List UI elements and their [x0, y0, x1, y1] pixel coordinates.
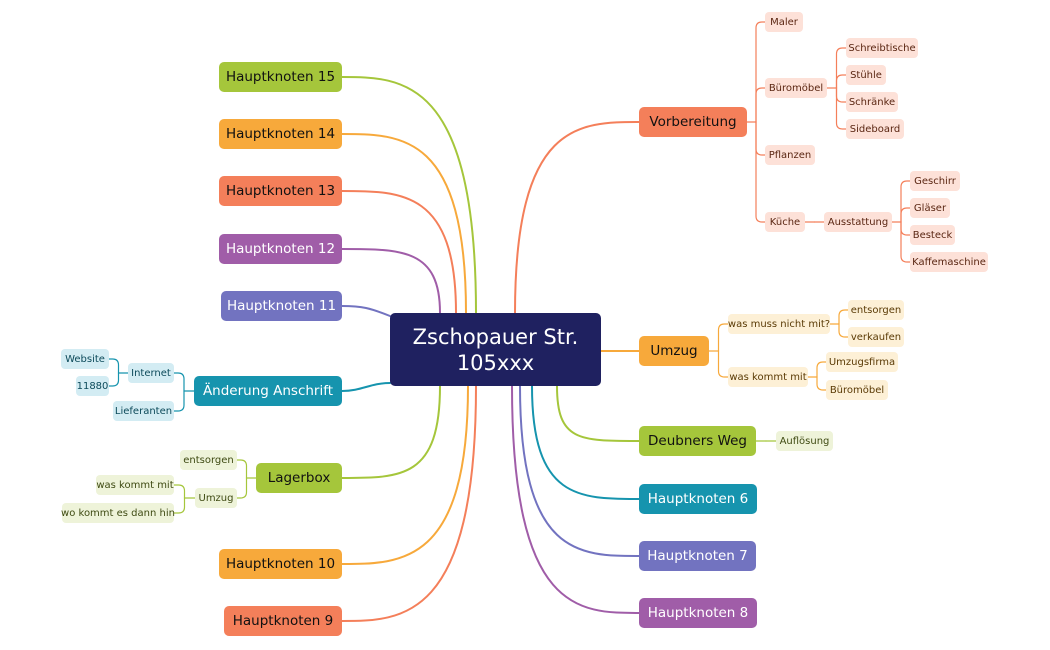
sub-node-sideboard[interactable]: Sideboard — [846, 119, 904, 139]
sub-node-was-kommt-mit-lagerbox[interactable]: was kommt mit — [96, 475, 174, 495]
main-node-hauptknoten-8[interactable]: Hauptknoten 8 — [639, 598, 757, 628]
connector-kommt-mit-umzugsfirma — [816, 361, 827, 378]
main-node-hauptknoten-15[interactable]: Hauptknoten 15 — [219, 62, 342, 92]
connector-root-deubner — [556, 385, 640, 442]
root-title-line-2: 105xxx — [456, 350, 535, 375]
sub-node-verkaufen[interactable]: verkaufen — [848, 327, 904, 347]
sub-node-schraenke[interactable]: Schränke — [846, 92, 898, 112]
root-node[interactable]: Zschopauer Str.105xxx — [390, 313, 601, 386]
connector-root-hk6 — [531, 385, 640, 500]
main-node-hauptknoten-11[interactable]: Hauptknoten 11 — [221, 291, 342, 321]
main-node-hauptknoten-10[interactable]: Hauptknoten 10 — [219, 549, 342, 579]
sub-node-was-muss-nicht-mit[interactable]: was muss nicht mit? — [728, 314, 830, 334]
connector-nicht-mit-entsorgen_u — [838, 309, 849, 325]
connector-root-hk9 — [341, 385, 477, 622]
connector-root-hk10 — [341, 385, 469, 565]
sub-node-ausstattung[interactable]: Ausstattung — [824, 212, 892, 232]
connector-anschrift-internet — [173, 372, 185, 392]
main-node-umzug[interactable]: Umzug — [639, 336, 709, 366]
connector-bueromoebel-stuehle — [835, 74, 847, 89]
connector-vorbereitung-maler — [755, 21, 766, 123]
sub-node-pflanzen[interactable]: Pflanzen — [765, 145, 815, 165]
connector-root-hk13 — [341, 190, 457, 314]
connector-umzug-nicht_mit — [717, 323, 729, 352]
connector-umzug-kommt_mit_u — [717, 350, 729, 378]
main-node-hauptknoten-7[interactable]: Hauptknoten 7 — [639, 541, 756, 571]
connector-root-hk7 — [519, 385, 640, 557]
sub-node-kueche[interactable]: Küche — [765, 212, 805, 232]
connector-umzug-lagerbox-wo_hin — [173, 497, 186, 514]
connector-ausstattung-geschirr — [900, 180, 911, 223]
sub-node-maler[interactable]: Maler — [765, 12, 803, 32]
main-node-vorbereitung[interactable]: Vorbereitung — [639, 107, 747, 137]
sub-node-bueromoebel-umzug[interactable]: Büromöbel — [826, 380, 888, 400]
connector-internet-website — [108, 358, 120, 374]
main-node-lagerbox[interactable]: Lagerbox — [256, 463, 342, 493]
main-node-deubners-weg[interactable]: Deubners Weg — [639, 426, 756, 456]
connector-lagerbox-entsorgen_l — [236, 459, 248, 479]
connector-ausstattung-kaffemaschine — [900, 221, 911, 263]
connector-root-hk11 — [341, 305, 391, 317]
main-node-hauptknoten-9[interactable]: Hauptknoten 9 — [224, 606, 342, 636]
connector-ausstattung-besteck — [900, 221, 911, 236]
sub-node-lieferanten[interactable]: Lieferanten — [113, 401, 174, 421]
connector-bueromoebel-sideboard — [835, 87, 847, 130]
connector-root-hk15 — [341, 76, 477, 314]
main-node-aenderung-anschrift[interactable]: Änderung Anschrift — [194, 376, 342, 406]
sub-node-aufloesung[interactable]: Auflösung — [776, 431, 833, 451]
connector-ausstattung-glaeser — [900, 207, 911, 223]
root-title-line-1: Zschopauer Str. — [412, 324, 579, 349]
sub-node-entsorgen[interactable]: entsorgen — [848, 300, 904, 320]
sub-node-wo-kommt-es-dann-hin[interactable]: wo kommt es dann hin — [61, 503, 175, 523]
sub-node-kaffemaschine[interactable]: Kaffemaschine — [910, 252, 988, 272]
main-node-hauptknoten-12[interactable]: Hauptknoten 12 — [219, 234, 342, 264]
connector-internet-n11880 — [108, 372, 120, 387]
connector-vorbereitung-kueche — [755, 121, 766, 223]
connector-anschrift-lieferanten — [173, 390, 185, 412]
connector-lagerbox-umzug_l — [236, 477, 248, 499]
sub-node-entsorgen-lagerbox[interactable]: entsorgen — [180, 450, 237, 470]
connector-root-vorbereitung — [514, 121, 640, 314]
sub-node-bueromoebel[interactable]: Büromöbel — [765, 78, 827, 98]
sub-node-glaeser[interactable]: Gläser — [910, 198, 950, 218]
connector-vorbereitung-pflanzen — [755, 121, 766, 156]
sub-node-stuehle[interactable]: Stühle — [846, 65, 886, 85]
main-node-hauptknoten-14[interactable]: Hauptknoten 14 — [219, 119, 342, 149]
connector-root-hk14 — [341, 133, 467, 314]
connector-root-anschrift — [341, 382, 391, 392]
sub-node-besteck[interactable]: Besteck — [910, 225, 955, 245]
sub-node-umzug-lagerbox[interactable]: Umzug — [195, 488, 237, 508]
connector-vorbereitung-bueromoebel — [755, 87, 766, 123]
connector-bueromoebel-schreibtische — [835, 47, 847, 89]
connector-umzug-lagerbox-kommt_mit_l — [173, 484, 186, 499]
sub-node-umzugsfirma[interactable]: Umzugsfirma — [826, 352, 898, 372]
connector-root-hk12 — [341, 248, 441, 314]
main-node-hauptknoten-6[interactable]: Hauptknoten 6 — [639, 484, 757, 514]
sub-node-website[interactable]: Website — [61, 349, 109, 369]
sub-node-internet[interactable]: Internet — [128, 363, 174, 383]
connector-root-lagerbox — [341, 385, 441, 479]
sub-node-11880[interactable]: 11880 — [76, 376, 109, 396]
main-node-hauptknoten-13[interactable]: Hauptknoten 13 — [219, 176, 342, 206]
connector-bueromoebel-schraenke — [835, 87, 847, 103]
sub-node-schreibtische[interactable]: Schreibtische — [846, 38, 918, 58]
connector-nicht-mit-verkaufen — [838, 323, 849, 338]
connector-root-hk8 — [511, 385, 640, 614]
connector-kommt-mit-bueromoebel_u — [816, 376, 827, 391]
sub-node-geschirr[interactable]: Geschirr — [910, 171, 960, 191]
sub-node-was-kommt-mit[interactable]: was kommt mit — [728, 367, 808, 387]
